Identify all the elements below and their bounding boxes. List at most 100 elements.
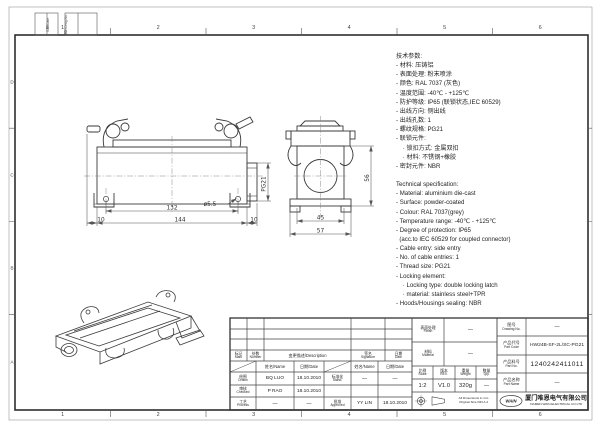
part-name-value: — <box>554 379 560 386</box>
drawn-date: 18.10.2010 <box>296 376 321 381</box>
drawing-no-value: — <box>554 324 560 330</box>
spec-cn-line: · 锁扣方式: 金属双扣 <box>396 144 459 152</box>
spec-cn-line: - 出线孔数: 1 <box>396 117 431 125</box>
scale-value: 1:2 <box>418 382 427 389</box>
zone-number-bottom-5: 5 <box>443 411 447 418</box>
dim-45: 45 <box>317 215 325 221</box>
spec-cn-line: - 颜色: RAL 7037 (灰色) <box>396 80 461 88</box>
spec-en-line: (acc.to IEC 60529 for coupled connector) <box>396 235 511 243</box>
front-view-centerlines <box>84 136 264 212</box>
rev-description-header: 变更描述/Description <box>288 352 327 358</box>
spec-en-line: · Locking type: double locking latch <box>396 281 498 289</box>
spec-en-line: - Temperature range: -40℃ - +125℃ <box>396 217 497 225</box>
material-value: — <box>468 351 473 357</box>
zone-letter-b: B <box>10 265 14 271</box>
corner-date-label: 日期/Date <box>46 16 50 32</box>
spec-cn-line: - 出线方向: 侧出线 <box>396 107 446 115</box>
rev-value: V1.0 <box>438 382 450 389</box>
dim-10-right: 10 <box>250 217 258 223</box>
zone-number-top-6: 6 <box>538 25 542 31</box>
spec-cn-line: - 表面处理: 粉末喷涂 <box>396 71 452 79</box>
title-block-grid <box>229 317 589 411</box>
projection-symbol-icon <box>415 395 445 407</box>
zone-number-bottom-4: 4 <box>347 411 351 418</box>
approved-date: 18.10.2010 <box>382 401 407 406</box>
wain-logo-text: WAIN <box>505 398 517 404</box>
spec-cn-line: - 密封元件: NBR <box>396 162 441 170</box>
weight-value: 320g <box>459 382 472 389</box>
side-view-dimensions <box>289 145 374 237</box>
zone-number-top-3: 3 <box>252 25 256 31</box>
spec-cn-line: - 螺纹规格: PG21 <box>396 126 444 134</box>
zone-number-bottom-2: 2 <box>156 411 160 418</box>
isometric-view <box>54 290 205 365</box>
date-header-left: 日期/Date <box>300 363 318 369</box>
process-name: — <box>272 400 278 407</box>
spec-en-line: - No. of cable entries: 1 <box>396 254 459 262</box>
name-header-left: 姓名/Name <box>264 363 286 369</box>
spec-cn-line: - 温度范围: -40℃ - +125℃ <box>396 89 470 97</box>
zone-number-top-5: 5 <box>443 25 447 31</box>
spec-en-line: - Hoods/Housings sealing: NBR <box>396 300 482 308</box>
spec-cn-title: 技术参数: <box>396 53 423 60</box>
zone-number-top-4: 4 <box>347 25 351 31</box>
spec-en-lines: - Material: aluminium die-cast- Surface:… <box>396 189 588 308</box>
zone-letter-d: D <box>10 79 14 84</box>
stand-date: — <box>392 375 398 382</box>
spec-en-line: - Surface: powder-coated <box>396 199 465 207</box>
spec-cn-line: - 材料: 压铸铝 <box>396 62 434 70</box>
side-view-centerlines <box>294 116 347 218</box>
dim-56: 56 <box>365 174 371 182</box>
name-header-right: 姓名/Name <box>354 363 375 369</box>
spec-en-line: - Colour: RAL 7037(grey) <box>396 208 464 216</box>
side-view-dim-labels: 45 57 56 <box>317 174 371 234</box>
spec-en-line: - Locking element: <box>396 272 446 280</box>
dim-132: 132 <box>166 206 177 212</box>
zone-number-top-1: 1 <box>61 25 65 31</box>
approved-name: YY LIN <box>356 401 373 406</box>
front-view-dim-labels: 132 144 10 10 ø5.5 PG21 <box>97 176 267 223</box>
spec-en-line: - Degree of protection: IP65 <box>396 226 471 234</box>
spec-cn-line: - 防护等级: IP65 (联锁状态,IEC 60529) <box>396 98 501 106</box>
dim-hole-dia: ø5.5 <box>204 202 217 208</box>
zone-number-bottom-1: 1 <box>61 411 65 418</box>
zone-number-top-2: 2 <box>156 25 160 31</box>
qty-value: — <box>484 382 489 389</box>
date-header-right: 日期/Date <box>386 363 404 369</box>
technical-spec-block: 技术参数: - 材料: 压铸铝- 表面处理: 粉末喷涂- 颜色: RAL 703… <box>396 52 588 308</box>
process-date: — <box>306 400 312 407</box>
spec-en-line: - Cable entry: side entry <box>396 245 461 253</box>
spec-en-line: - Thread size: PG21 <box>396 263 451 271</box>
spec-cn-line: · 材料: 不锈钢+橡胶 <box>396 153 457 161</box>
spec-cn-line: - 联锁元件: <box>396 135 426 143</box>
spec-cn-lines: - 材料: 压铸铝- 表面处理: 粉末喷涂- 颜色: RAL 7037 (灰色)… <box>396 61 588 171</box>
dim-10-left: 10 <box>97 217 105 223</box>
dim-57: 57 <box>317 228 325 234</box>
finish-value: — <box>468 327 473 333</box>
drawn-name: BQ LUO <box>265 376 285 381</box>
zone-ticks <box>9 28 592 417</box>
zone-letter-c: C <box>10 172 14 178</box>
